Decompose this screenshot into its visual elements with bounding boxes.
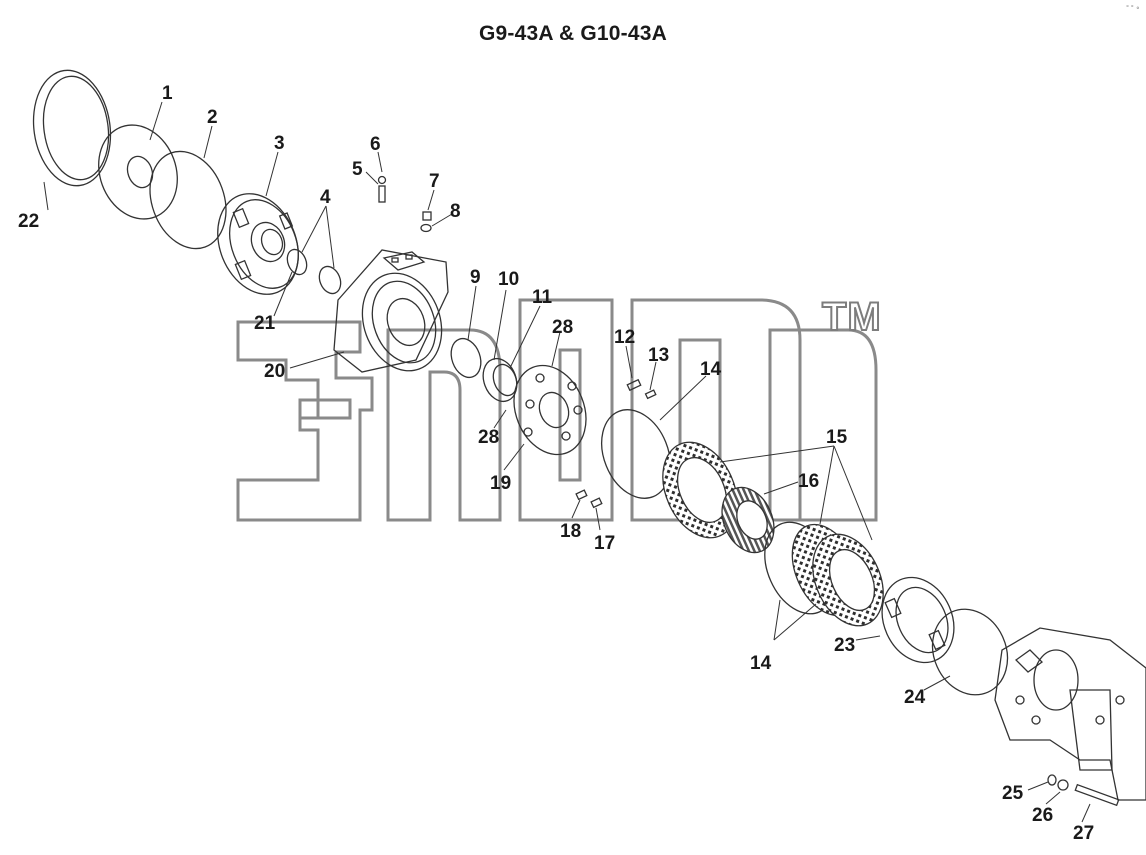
callout-24: 24 — [904, 687, 926, 708]
callout-23: 23 — [834, 635, 856, 656]
housing — [333, 249, 449, 373]
callout-28-b: 28 — [478, 427, 500, 448]
part-5-6-fitting — [377, 175, 387, 203]
part-19-plate — [513, 364, 587, 456]
part-26-nut — [1057, 779, 1069, 791]
callout-9: 9 — [470, 267, 481, 288]
callout-18: 18 — [560, 521, 582, 542]
part-4-o-ring — [318, 265, 342, 295]
callout-19: 19 — [490, 473, 512, 494]
callout-28-a: 28 — [552, 317, 574, 338]
transmission-case — [994, 627, 1146, 801]
callout-7: 7 — [429, 171, 440, 192]
callout-14-a: 14 — [700, 359, 722, 380]
callout-22: 22 — [18, 211, 40, 232]
part-21-o-ring — [286, 248, 308, 276]
watermark-trademark: TM — [821, 294, 882, 340]
part-14-plate — [601, 409, 671, 499]
part-16-hub — [721, 486, 775, 554]
callout-13: 13 — [648, 345, 670, 366]
part-1-plate — [98, 124, 178, 220]
callout-27: 27 — [1073, 823, 1095, 844]
leader-lines — [43, 101, 1091, 823]
part-23-retainer — [881, 576, 955, 664]
part-2-gasket — [149, 150, 227, 250]
callout-26: 26 — [1032, 805, 1054, 826]
callout-10: 10 — [498, 269, 520, 290]
callout-25: 25 — [1002, 783, 1024, 804]
callout-5: 5 — [352, 159, 363, 180]
corner-mark: ° ° ∘ — [1126, 5, 1140, 12]
callout-21: 21 — [254, 313, 276, 334]
part-22-seal-ring — [32, 69, 112, 187]
callout-3: 3 — [274, 133, 285, 154]
diagram-title: G9-43A & G10-43A — [479, 22, 667, 45]
callout-6: 6 — [370, 134, 381, 155]
part-7-8-plug — [420, 211, 432, 233]
parts — [32, 69, 1146, 807]
part-9-ring — [450, 337, 482, 379]
callout-8: 8 — [450, 201, 461, 222]
part-10-11-seal — [482, 357, 518, 403]
callout-4: 4 — [320, 187, 331, 208]
small-bolts — [575, 378, 657, 509]
part-25-washer — [1047, 774, 1057, 786]
watermark — [236, 298, 878, 522]
part-24-gasket — [931, 608, 1009, 696]
callout-16: 16 — [798, 471, 820, 492]
callout-2: 2 — [207, 107, 218, 128]
part-15-friction-disc — [662, 441, 738, 539]
part-3-piston — [217, 193, 299, 295]
clutch-pack — [764, 521, 884, 627]
callout-11: 11 — [532, 287, 553, 308]
callout-12: 12 — [614, 327, 636, 348]
callout-14-b: 14 — [750, 653, 772, 674]
callout-15: 15 — [826, 427, 848, 448]
callout-20: 20 — [264, 361, 286, 382]
callout-17: 17 — [594, 533, 616, 554]
callout-1: 1 — [162, 83, 173, 104]
part-27-stud — [1074, 783, 1120, 807]
